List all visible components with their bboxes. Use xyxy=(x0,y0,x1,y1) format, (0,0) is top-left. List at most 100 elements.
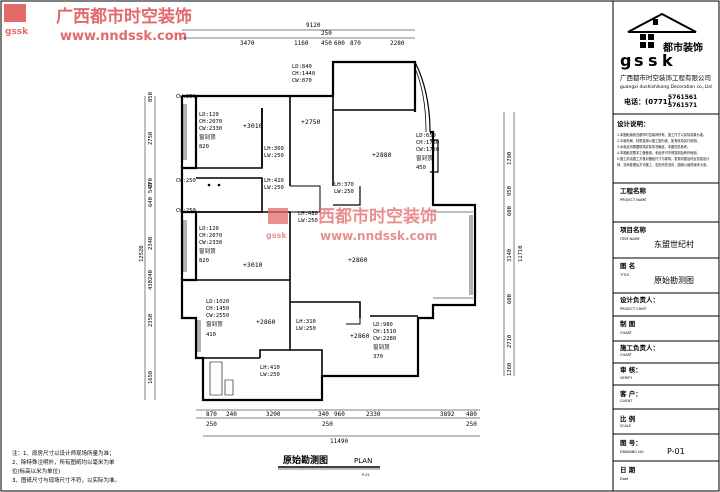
drawing-title-value: 原始勘测图 xyxy=(654,275,694,285)
bottom-dimensions: 870 240 3200 340 960 2330 3892 480 250 2… xyxy=(206,411,477,445)
dim-right-overall: 11710 xyxy=(518,245,524,262)
ceiling-level: +2860 xyxy=(256,318,276,326)
room-spec: 窗到顶 xyxy=(373,343,390,351)
logo-letter: s xyxy=(634,51,644,70)
watermark-url: www.nndssk.com xyxy=(60,29,187,44)
drawing-number-value: P-01 xyxy=(667,447,685,456)
design-note: 2.平面布局、材质选用以施工图为准，如有改动另行说明。 xyxy=(617,138,700,143)
watermark-logo-icon xyxy=(268,208,288,224)
general-note: 2、除特殊注明外，所有图纸均以毫米为单 xyxy=(12,458,115,466)
dim-right: 1790 xyxy=(507,152,513,165)
dim-right: 600 xyxy=(507,206,513,216)
field-label: 项目名称 xyxy=(620,225,647,234)
room-spec: 450 xyxy=(416,165,426,171)
title-block: g s s k 都市装饰 广西都市时空装饰工程有限公司 guangxi dush… xyxy=(612,1,719,491)
window-spec: CW:870 xyxy=(292,78,312,84)
cw-label: CW:250 xyxy=(176,178,196,184)
ceiling-level: +2860 xyxy=(350,332,370,340)
field-label: 客 户： xyxy=(619,389,642,398)
dim-left: 2350 xyxy=(148,314,154,327)
general-note: 3、图纸尺寸与现场尺寸不符，以实际为准。 xyxy=(12,476,120,484)
field-label-en: CHART xyxy=(620,331,633,335)
field-label: 图 名 xyxy=(620,261,635,270)
dim-bottom: 240 xyxy=(226,411,237,418)
dim-left-overall: 12520 xyxy=(139,245,145,262)
right-dimensions: 1790 950 600 3140 600 2710 1260 11710 xyxy=(507,152,524,376)
field-label: 设计负责人： xyxy=(620,295,659,304)
field-label: 审 核： xyxy=(620,365,642,374)
field-label: 制 图 xyxy=(620,319,636,328)
dim-right: 2710 xyxy=(507,335,513,348)
project-name-value: 东盟世纪村 xyxy=(654,239,694,249)
room-spec: CW:2330 xyxy=(199,240,222,246)
room-spec: LD:120 xyxy=(199,112,219,118)
ceiling-level: +3010 xyxy=(243,261,263,269)
field-label-en: DRAWING NO. xyxy=(620,450,644,454)
general-notes: 注：1、原房尺寸以设计师现场所量为准； 2、除特殊注明外，所有图纸均以毫米为单 … xyxy=(12,449,120,484)
room-spec: 窗到顶 xyxy=(416,154,433,162)
design-note: 1.本图纸版权归都市时空装饰所有，施工尺寸以实际测量为准。 xyxy=(617,132,706,137)
dimension-lines xyxy=(144,29,515,437)
dim-left: 2340 xyxy=(148,237,154,250)
room-spec: 窗到顶 xyxy=(206,320,223,328)
fixture-dot xyxy=(217,183,221,187)
dim-left: 770 xyxy=(148,178,154,188)
cw-label: CW:250 xyxy=(176,94,196,100)
room-spec: CH:2070 xyxy=(199,233,222,239)
field-label-en: TITLE xyxy=(619,273,629,277)
dim-right: 1260 xyxy=(507,363,513,376)
room-spec: 370 xyxy=(373,354,383,360)
watermark-top: gssk 广西都市时空装饰 www.nndssk.com xyxy=(4,4,192,44)
design-note: 5.施工前请施工方核对图纸尺寸与现场，发现问题及时反馈给设计 xyxy=(617,156,710,161)
dim-bottom: 2330 xyxy=(366,411,381,418)
field-label: 工程名称 xyxy=(620,186,647,195)
dim-top: 3470 xyxy=(240,40,255,47)
logo-letter: g xyxy=(620,51,631,70)
field-label-en: PROJECT CHIEF xyxy=(620,307,647,311)
room-spec: CW:2550 xyxy=(206,313,229,319)
dim-bottom: 250 xyxy=(206,421,217,428)
beam-spec: LH:480 xyxy=(298,211,318,217)
room-spec: CW:2280 xyxy=(373,336,396,342)
beam-spec: LW:250 xyxy=(296,326,316,332)
design-notes: 1.本图纸版权归都市时空装饰所有，施工尺寸以实际测量为准。 2.平面布局、材质选… xyxy=(617,132,710,167)
room-spec: 820 xyxy=(199,258,209,264)
cw-labels: CW:250 CW:250 CW:250 xyxy=(176,94,196,214)
dim-left: 850 xyxy=(148,92,154,102)
dim-left: 640 xyxy=(148,197,154,207)
field-label-en: ITEM NAME xyxy=(620,237,640,241)
field-label: 比 例 xyxy=(620,414,636,423)
beam-spec: LW:250 xyxy=(264,185,284,191)
general-note: 位(标高以米为单位) xyxy=(12,467,60,475)
phone-number: 5761571 xyxy=(668,102,697,109)
beam-spec: LW:250 xyxy=(334,189,354,195)
dim-bottom: 340 xyxy=(318,411,329,418)
field-label: 日 期 xyxy=(620,465,636,474)
fixture-dot xyxy=(207,183,211,187)
top-dimensions: 9120 3470 1160 250 600 870 2280 450 xyxy=(240,22,405,47)
ceiling-level: +2860 xyxy=(348,256,368,264)
window-spec: LD:840 xyxy=(292,64,312,70)
room-spec: LD:980 xyxy=(373,322,393,328)
dim-right: 600 xyxy=(507,294,513,304)
room-spec: LD:1020 xyxy=(206,299,229,305)
plan-title-cn: 原始勘测图 xyxy=(283,454,328,466)
watermark-text: 广西都市时空装饰 xyxy=(56,6,192,27)
watermark-center: gssk 西都市时空装饰 www.nndssk.com xyxy=(266,206,437,243)
beam-spec: LW:250 xyxy=(264,153,284,159)
watermark-logo-letters: gssk xyxy=(5,27,29,37)
watermark-url: www.nndssk.com xyxy=(320,229,437,243)
room-spec: CW:2330 xyxy=(199,126,222,132)
beam-spec: LW:250 xyxy=(298,218,318,224)
design-notes-title: 设计说明： xyxy=(617,119,650,128)
dim-top: 1160 xyxy=(294,40,309,47)
design-note: 师，协商处理后方可施工，否则责任自负，图纸以最终版本为准。 xyxy=(617,162,709,167)
dim-top-small: 450 xyxy=(321,40,332,47)
room-spec: CH:2070 xyxy=(199,119,222,125)
room-spec: CH:1510 xyxy=(373,329,396,335)
house-roof-icon xyxy=(627,12,697,33)
beam-spec: LH:370 xyxy=(334,182,354,188)
beam-spec: LW:250 xyxy=(260,372,280,378)
